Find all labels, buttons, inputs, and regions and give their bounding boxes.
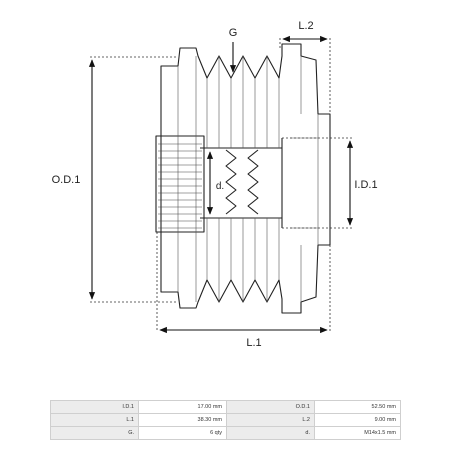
thread-left <box>225 149 237 215</box>
l1-label: L.1 <box>246 337 261 349</box>
spec-key: G. <box>50 426 139 440</box>
spec-key: O.D.1 <box>226 400 315 414</box>
spec-value: 17.00 mm <box>138 400 227 414</box>
spec-key: L.2 <box>226 413 315 427</box>
spec-key: L.1 <box>50 413 139 427</box>
table-row: L.1 38.30 mm L.2 9.00 mm <box>50 413 401 427</box>
pulley-diagram: G L.2 O.D.1 d. I.D.1 L.1 <box>52 20 378 349</box>
spec-key: d. <box>226 426 315 440</box>
spec-value: 9.00 mm <box>314 413 401 427</box>
spec-key: I.D.1 <box>50 400 139 414</box>
groove-label: G <box>229 27 238 39</box>
pulley-outline <box>160 43 331 314</box>
table-row: G. 6 qty d. M14x1.5 mm <box>50 426 401 440</box>
spec-value: 52.50 mm <box>314 400 401 414</box>
spec-table: I.D.1 17.00 mm O.D.1 52.50 mm L.1 38.30 … <box>50 400 401 440</box>
d-label: d. <box>216 181 224 192</box>
l2-label: L.2 <box>298 20 313 32</box>
od1-label: O.D.1 <box>52 174 81 186</box>
id1-label: I.D.1 <box>354 179 377 191</box>
thread-right <box>247 149 259 215</box>
spline-hub <box>155 135 205 233</box>
spec-value: 38.30 mm <box>138 413 227 427</box>
spec-value: M14x1.5 mm <box>314 426 401 440</box>
spec-value: 6 qty <box>138 426 227 440</box>
table-row: I.D.1 17.00 mm O.D.1 52.50 mm <box>50 400 401 414</box>
